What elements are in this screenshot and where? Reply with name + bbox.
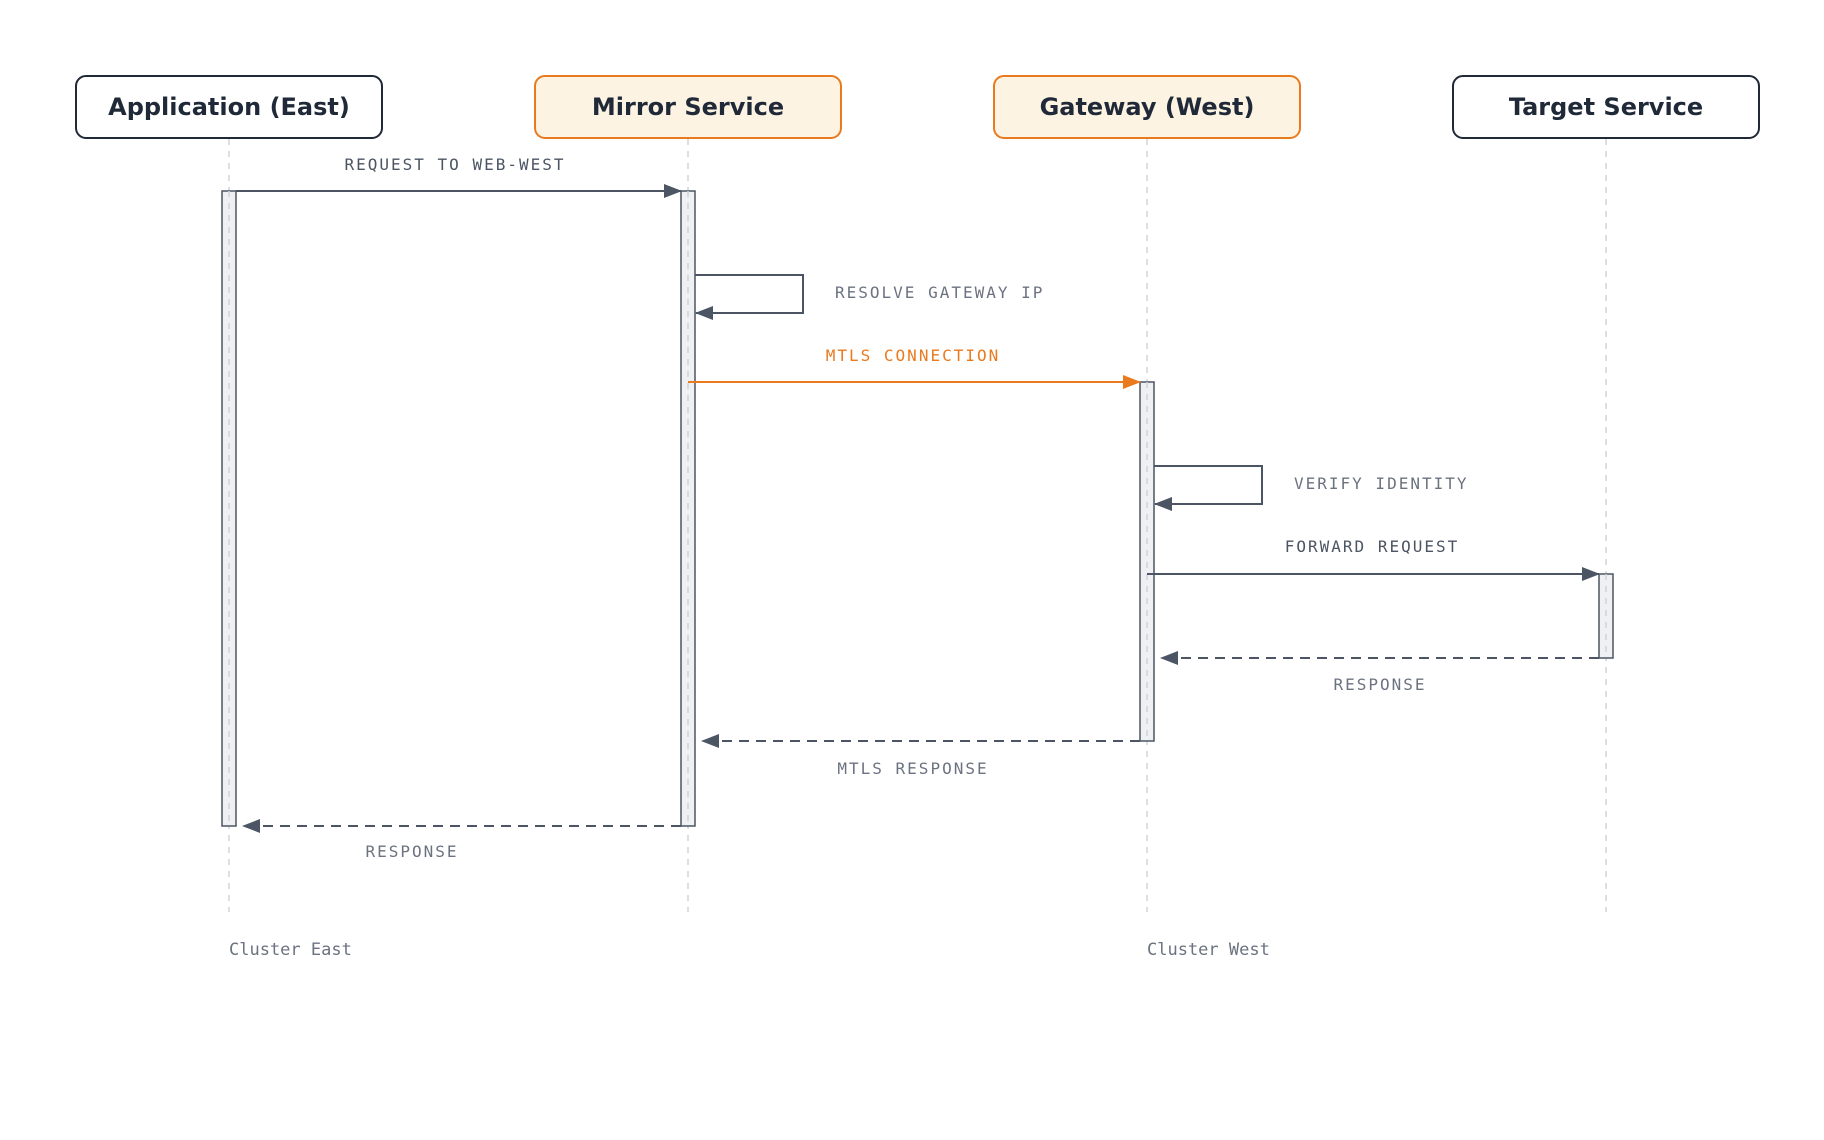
message-arrow-verify-identity [1154,465,1263,511]
participant-target: Target Service [1452,75,1760,139]
participant-app-east: Application (East) [75,75,383,139]
participant-label-gateway-west: Gateway (West) [1040,93,1255,121]
message-label-forward-request: FORWARD REQUEST [1285,537,1460,556]
message-label-mtls-connection: MTLS CONNECTION [826,346,1001,365]
participant-label-target: Target Service [1509,93,1703,121]
message-arrow-resolve-gateway [695,274,804,320]
message-label-request: REQUEST TO WEB-WEST [344,155,565,174]
cluster-label-west: Cluster West [1147,940,1270,960]
participant-label-mirror: Mirror Service [592,93,784,121]
message-label-resolve-gateway: RESOLVE GATEWAY IP [835,283,1044,302]
message-label-response-app: RESPONSE [365,842,458,861]
participant-mirror: Mirror Service [534,75,842,139]
participant-gateway-west: Gateway (West) [993,75,1301,139]
participant-label-app-east: Application (East) [108,93,350,121]
message-label-verify-identity: VERIFY IDENTITY [1294,474,1469,493]
cluster-label-east: Cluster East [229,940,352,960]
message-label-response-target: RESPONSE [1333,675,1426,694]
message-label-mtls-response: MTLS RESPONSE [837,759,988,778]
